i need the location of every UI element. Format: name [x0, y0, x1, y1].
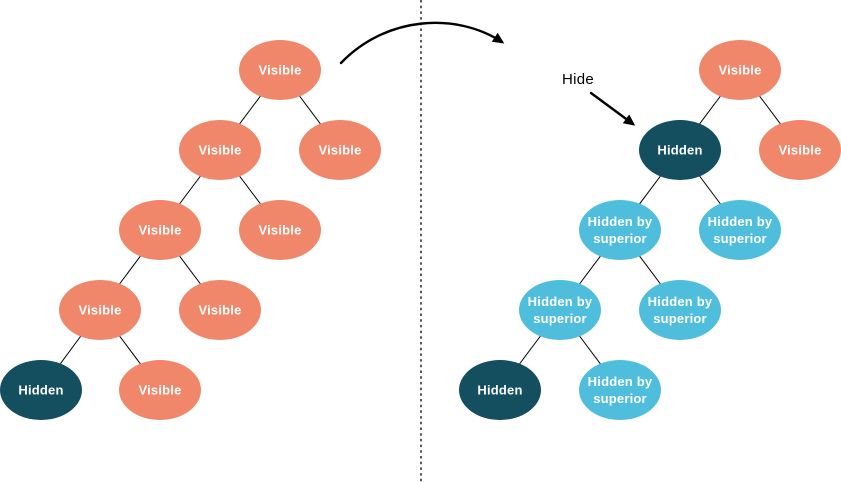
node-ellipse-hidden	[0, 360, 82, 420]
tree-node-after-n4: Hidden by superior	[579, 200, 661, 260]
node-label: Hidden	[657, 143, 702, 158]
node-label: superior	[533, 311, 587, 326]
node-ellipse-visible	[179, 120, 261, 180]
node-label: Hidden by	[588, 214, 653, 229]
node-label: Hidden	[18, 383, 63, 398]
tree-node-after-n3: Visible	[759, 120, 841, 180]
node-label: Hidden by	[588, 374, 653, 389]
tree-node-before-n4: Visible	[119, 200, 201, 260]
tree-node-before-n3: Visible	[299, 120, 381, 180]
node-ellipse-visible	[239, 200, 321, 260]
tree-node-after-n5: Hidden by superior	[699, 200, 781, 260]
node-label: superior	[653, 311, 707, 326]
node-ellipse-hidden_by_superior	[699, 200, 781, 260]
node-label: superior	[593, 391, 647, 406]
node-label: Visible	[718, 63, 761, 78]
node-ellipse-hidden_by_superior	[639, 280, 721, 340]
tree-node-before-n7: Visible	[179, 280, 261, 340]
node-label: Visible	[778, 143, 821, 158]
tree-node-after-n1: Visible	[699, 40, 781, 100]
node-ellipse-visible	[119, 360, 201, 420]
node-label: Hidden by	[708, 214, 773, 229]
tree-node-before-n6: Visible	[59, 280, 141, 340]
tree-node-before-n8: Hidden	[0, 360, 82, 420]
arrows-layer	[339, 21, 636, 126]
tree-node-after-n2: Hidden	[639, 120, 721, 180]
node-ellipse-hidden_by_superior	[579, 200, 661, 260]
node-ellipse-hidden_by_superior	[579, 360, 661, 420]
hide-arrow	[589, 91, 636, 126]
node-label: Visible	[78, 303, 121, 318]
tree-node-before-n2: Visible	[179, 120, 261, 180]
hide-label: Hide	[562, 71, 595, 88]
node-ellipse-hidden	[639, 120, 721, 180]
node-ellipse-visible	[119, 200, 201, 260]
node-label: Visible	[258, 63, 301, 78]
node-label: Hidden by	[528, 294, 593, 309]
tree-node-after-n9: Hidden by superior	[579, 360, 661, 420]
node-ellipse-hidden_by_superior	[519, 280, 601, 340]
node-ellipse-visible	[759, 120, 841, 180]
node-label: Visible	[198, 303, 241, 318]
tree-node-before-n5: Visible	[239, 200, 321, 260]
node-ellipse-visible	[299, 120, 381, 180]
node-label: Hidden	[477, 383, 522, 398]
tree-node-before-n9: Visible	[119, 360, 201, 420]
node-label: superior	[713, 231, 767, 246]
node-label: Visible	[138, 383, 181, 398]
tree-node-after-n6: Hidden by superior	[519, 280, 601, 340]
node-ellipse-visible	[699, 40, 781, 100]
node-ellipse-visible	[239, 40, 321, 100]
transform-arrow	[339, 21, 505, 65]
tree-node-before-n1: Visible	[239, 40, 321, 100]
node-ellipse-hidden	[459, 360, 541, 420]
node-label: Hidden by	[648, 294, 713, 309]
node-label: Visible	[318, 143, 361, 158]
node-label: Visible	[258, 223, 301, 238]
node-label: Visible	[138, 223, 181, 238]
node-label: Visible	[198, 143, 241, 158]
node-ellipse-visible	[59, 280, 141, 340]
node-label: superior	[593, 231, 647, 246]
node-ellipse-visible	[179, 280, 261, 340]
tree-node-after-n8: Hidden	[459, 360, 541, 420]
tree-node-after-n7: Hidden by superior	[639, 280, 721, 340]
